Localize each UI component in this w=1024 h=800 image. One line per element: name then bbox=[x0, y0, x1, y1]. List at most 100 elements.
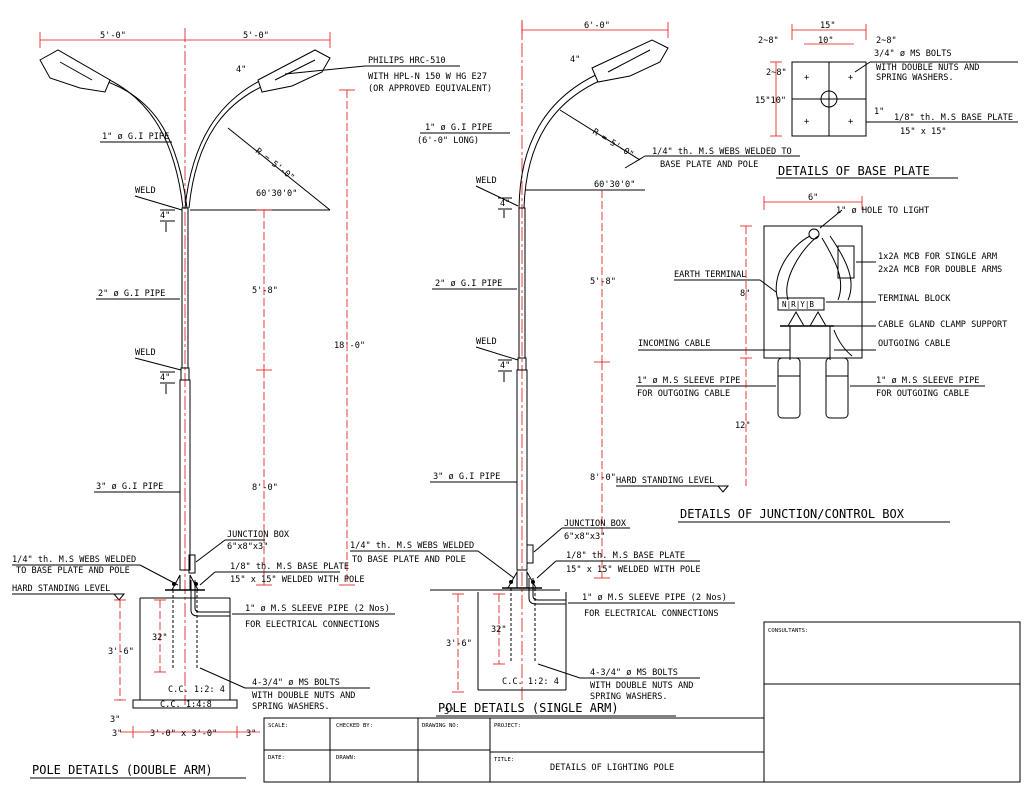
double-base-plate-1: 1/8" th. M.S BASE PLATE bbox=[230, 562, 349, 572]
double-bolts-3: SPRING WASHERS. bbox=[252, 702, 330, 712]
single-h-upper: 5'-8" bbox=[590, 277, 616, 287]
tb-drawing-no: DRAWING NO: bbox=[422, 723, 459, 729]
jb-sleeve-r-1: 1" ø M.S SLEEVE PIPE bbox=[876, 376, 979, 386]
double-hard-standing: HARD STANDING LEVEL bbox=[12, 584, 110, 594]
bp-bolts-1: 3/4" ø MS BOLTS bbox=[874, 49, 952, 59]
base-plate-detail: 15" 10" 2~8" 2~8" + + + + 2~8" 15"10" 3/… bbox=[755, 21, 1018, 179]
junction-box-body bbox=[763, 225, 863, 359]
single-webs-top-2: BASE PLATE AND POLE bbox=[660, 160, 758, 170]
terminal-block-icon bbox=[777, 297, 825, 311]
double-cc1: C.C. 1:2: 4 bbox=[168, 685, 225, 695]
double-webs-1: 1/4" th. M.S WEBS WELDED bbox=[12, 555, 136, 565]
jb-mcb-1: 1x2A MCB FOR SINGLE ARM bbox=[878, 252, 997, 262]
single-tilt: 4" bbox=[570, 55, 580, 65]
bp-edge-v: 2~8" bbox=[766, 68, 787, 78]
jb-gland: CABLE GLAND CLAMP SUPPORT bbox=[878, 320, 1007, 330]
double-h-total: 18'-0" bbox=[334, 341, 365, 351]
junction-box-detail: 6" 1" ø HOLE TO LIGHT 1x2A MCB FOR SINGL… bbox=[616, 193, 1007, 523]
double-radius: R = 5'-0" bbox=[253, 146, 296, 183]
double-junction-box-2: 6"x8"x3" bbox=[227, 542, 268, 552]
double-footing-side-left: 3" bbox=[112, 729, 122, 739]
double-dim-left: 5'-0" bbox=[100, 31, 126, 41]
double-depth: 3'-6" bbox=[108, 647, 134, 657]
single-title: POLE DETAILS (SINGLE ARM) bbox=[438, 701, 619, 715]
bp-edge-left: 2~8" bbox=[758, 36, 779, 46]
bp-bolts-3: SPRING WASHERS. bbox=[876, 73, 954, 83]
single-weld-dim-1: 4" bbox=[500, 199, 510, 209]
double-weld-dim-1: 4" bbox=[160, 211, 170, 221]
double-webs-2: TO BASE PLATE AND POLE bbox=[16, 566, 130, 576]
double-footing-side-top: 3" bbox=[110, 715, 120, 725]
single-base-plate-1: 1/8" th. M.S BASE PLATE bbox=[566, 551, 685, 561]
jb-title: DETAILS OF JUNCTION/CONTROL BOX bbox=[680, 507, 905, 521]
double-footing-side-right: 3" bbox=[246, 729, 256, 739]
double-bolts-2: WITH DOUBLE NUTS AND bbox=[252, 691, 355, 701]
base-plate-bolt-icons: + + + + bbox=[804, 73, 853, 127]
double-sleeve-1: 1" ø M.S SLEEVE PIPE (2 Nos) bbox=[245, 604, 390, 614]
double-title: POLE DETAILS (DOUBLE ARM) bbox=[32, 763, 213, 777]
jb-incoming: INCOMING CABLE bbox=[638, 339, 710, 349]
tb-scale: SCALE: bbox=[268, 723, 288, 729]
double-weld-dim-2: 4" bbox=[160, 373, 170, 383]
tb-consultants: CONSULTANTS: bbox=[768, 628, 808, 634]
double-embed: 32" bbox=[152, 633, 168, 643]
double-pipe-2: 2" ø G.I PIPE bbox=[98, 289, 165, 299]
double-bolts-1: 4-3/4" ø MS BOLTS bbox=[252, 678, 340, 688]
double-base-plate-2: 15" x 15" WELDED WITH POLE bbox=[230, 575, 365, 585]
svg-text:+: + bbox=[804, 73, 809, 83]
double-weld-2: WELD bbox=[135, 348, 156, 358]
single-bolts-3: SPRING WASHERS. bbox=[590, 692, 668, 702]
bp-title: DETAILS OF BASE PLATE bbox=[778, 164, 930, 178]
single-pipe-1-a: 1" ø G.I PIPE bbox=[425, 123, 492, 133]
tb-checked-by: CHECKED BY: bbox=[336, 723, 373, 729]
bp-edge-right: 2~8" bbox=[876, 36, 897, 46]
single-bolts-2: WITH DOUBLE NUTS AND bbox=[590, 681, 693, 691]
single-bottom: 3" bbox=[444, 707, 454, 717]
double-junction-box-1: JUNCTION BOX bbox=[227, 530, 290, 540]
double-weld-1: WELD bbox=[135, 186, 156, 196]
double-cc2: C.C. 1:4:8 bbox=[160, 700, 212, 710]
jb-sleeve-l-1: 1" ø M.S SLEEVE PIPE bbox=[637, 376, 740, 386]
bp-w-inner: 10" bbox=[818, 36, 834, 46]
double-h-lower: 8'-0" bbox=[252, 483, 278, 493]
svg-text:+: + bbox=[804, 117, 809, 127]
bp-gap: 1" bbox=[874, 107, 884, 117]
double-h-upper: 5'-8" bbox=[252, 286, 278, 296]
double-lamp-note-1: PHILIPS HRC-510 bbox=[368, 56, 446, 66]
single-angle: 60'30'0" bbox=[594, 180, 635, 190]
jb-sleeve-r-2: FOR OUTGOING CABLE bbox=[876, 389, 969, 399]
tb-title-label: TITLE: bbox=[494, 757, 514, 763]
jb-hard-standing: HARD STANDING LEVEL bbox=[616, 476, 714, 486]
sleeve-pipe-right bbox=[825, 357, 849, 419]
single-sleeve-1: 1" ø M.S SLEEVE PIPE (2 Nos) bbox=[582, 593, 727, 603]
double-angle: 60'30'0" bbox=[256, 189, 297, 199]
jb-hole: 1" ø HOLE TO LIGHT bbox=[836, 206, 929, 216]
jb-terminal-block: TERMINAL BLOCK bbox=[878, 294, 951, 304]
single-base-plate-2: 15" x 15" WELDED WITH POLE bbox=[566, 565, 701, 575]
svg-text:+: + bbox=[848, 73, 853, 83]
single-webs-top-1: 1/4" th. M.S WEBS WELDED TO bbox=[652, 147, 792, 157]
double-dim-right: 5'-0" bbox=[243, 31, 269, 41]
tb-drawn: DRAWN: bbox=[336, 755, 356, 761]
single-junction-box-1: JUNCTION BOX bbox=[564, 519, 627, 529]
bp-w-total: 15" bbox=[820, 21, 836, 31]
single-cc: C.C. 1:2: 4 bbox=[502, 677, 559, 687]
double-pipe-1: 1" ø G.I PIPE bbox=[102, 132, 169, 142]
single-bolts-1: 4-3/4" ø MS BOLTS bbox=[590, 668, 678, 678]
svg-text:+: + bbox=[848, 117, 853, 127]
tb-date: DATE: bbox=[268, 755, 285, 761]
single-sleeve-2: FOR ELECTRICAL CONNECTIONS bbox=[584, 609, 719, 619]
jb-sleeve-l-2: FOR OUTGOING CABLE bbox=[637, 389, 730, 399]
single-weld-dim-2: 4" bbox=[500, 361, 510, 371]
double-footing-bottom: 3'-0" x 3'-0" bbox=[150, 729, 217, 739]
single-radius: R = 5'-0" bbox=[590, 127, 635, 160]
tb-title: DETAILS OF LIGHTING POLE bbox=[550, 763, 674, 773]
double-lamp-note-2: WITH HPL-N 150 W HG E27 bbox=[368, 72, 487, 82]
sleeve-pipe-left bbox=[777, 357, 801, 419]
single-pipe-3: 3" ø G.I PIPE bbox=[433, 472, 500, 482]
double-pipe-3: 3" ø G.I PIPE bbox=[96, 482, 163, 492]
single-webs-1: 1/4" th. M.S WEBS WELDED bbox=[350, 541, 474, 551]
jb-mcb-2: 2x2A MCB FOR DOUBLE ARMS bbox=[878, 265, 1002, 275]
double-arm-pole-detail: 5'-0" 5'-0" 4" PHILIPS HRC-510 WITH HPL-… bbox=[12, 28, 492, 779]
